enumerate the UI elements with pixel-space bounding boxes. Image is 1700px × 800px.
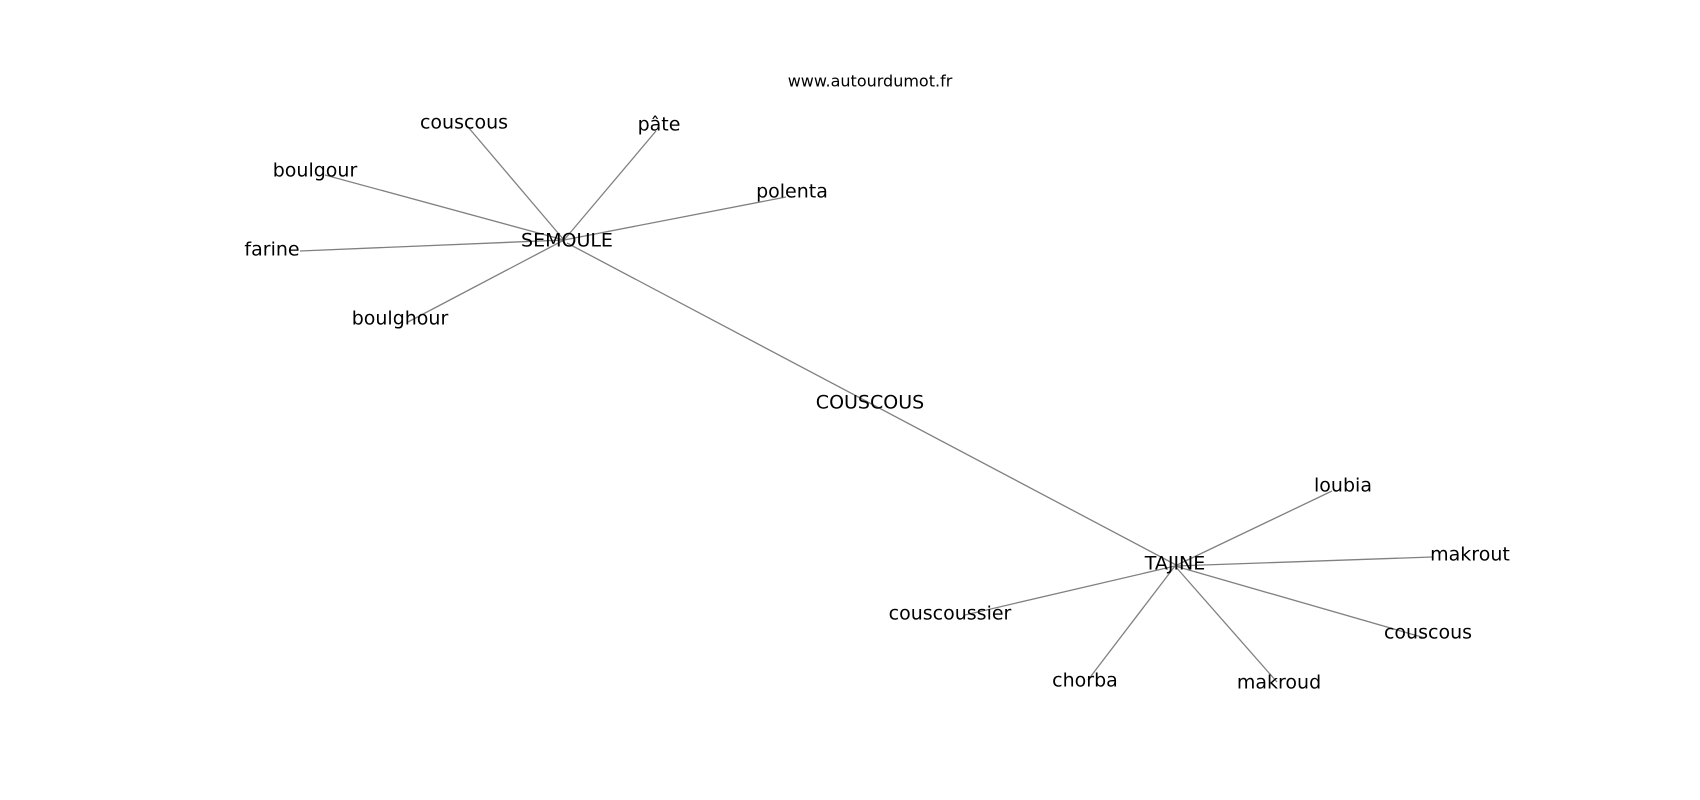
edge-tajine-chorba bbox=[1087, 565, 1176, 681]
leaf-node-boulgour: boulgour bbox=[273, 160, 358, 182]
edge-semoule-polenta bbox=[563, 196, 787, 241]
leaf-node-chorba: chorba bbox=[1052, 670, 1118, 692]
leaf-node-pate: pâte bbox=[638, 114, 681, 136]
edge-semoule-tajine bbox=[566, 242, 1179, 567]
leaf-node-couscous: couscous bbox=[420, 112, 508, 134]
edge-tajine-makrout bbox=[1174, 556, 1433, 567]
edge-semoule-farine bbox=[299, 239, 565, 252]
graph-labels: www.autourdumot.fr COUSCOUS SEMOULE cous… bbox=[244, 72, 1509, 694]
leaf-node-makroud: makroud bbox=[1237, 672, 1321, 694]
edge-semoule-couscous bbox=[467, 126, 565, 241]
leaf-node-boulghour: boulghour bbox=[352, 308, 449, 330]
edge-tajine-makroud bbox=[1174, 565, 1278, 683]
edge-semoule-pate bbox=[563, 130, 657, 241]
hub-node-semoule: SEMOULE bbox=[521, 230, 613, 252]
edge-tajine-loubia bbox=[1174, 490, 1333, 567]
center-node-label: COUSCOUS bbox=[816, 392, 924, 414]
leaf-node-loubia: loubia bbox=[1314, 475, 1372, 497]
graph-edges bbox=[299, 126, 1433, 683]
edge-tajine-couscous bbox=[1174, 565, 1426, 639]
edge-semoule-boulgour bbox=[324, 174, 565, 241]
leaf-node-farine: farine bbox=[244, 239, 299, 261]
edge-tajine-couscoussier bbox=[964, 565, 1176, 616]
hub-node-tajine: TAJINE bbox=[1144, 553, 1206, 575]
leaf-node-polenta: polenta bbox=[756, 181, 828, 203]
leaf-node-couscous-2: couscous bbox=[1384, 622, 1472, 644]
edge-semoule-boulghour bbox=[407, 239, 565, 323]
leaf-node-makrout: makrout bbox=[1430, 544, 1510, 566]
watermark-text: www.autourdumot.fr bbox=[788, 72, 953, 91]
leaf-node-couscoussier: couscoussier bbox=[889, 603, 1012, 625]
